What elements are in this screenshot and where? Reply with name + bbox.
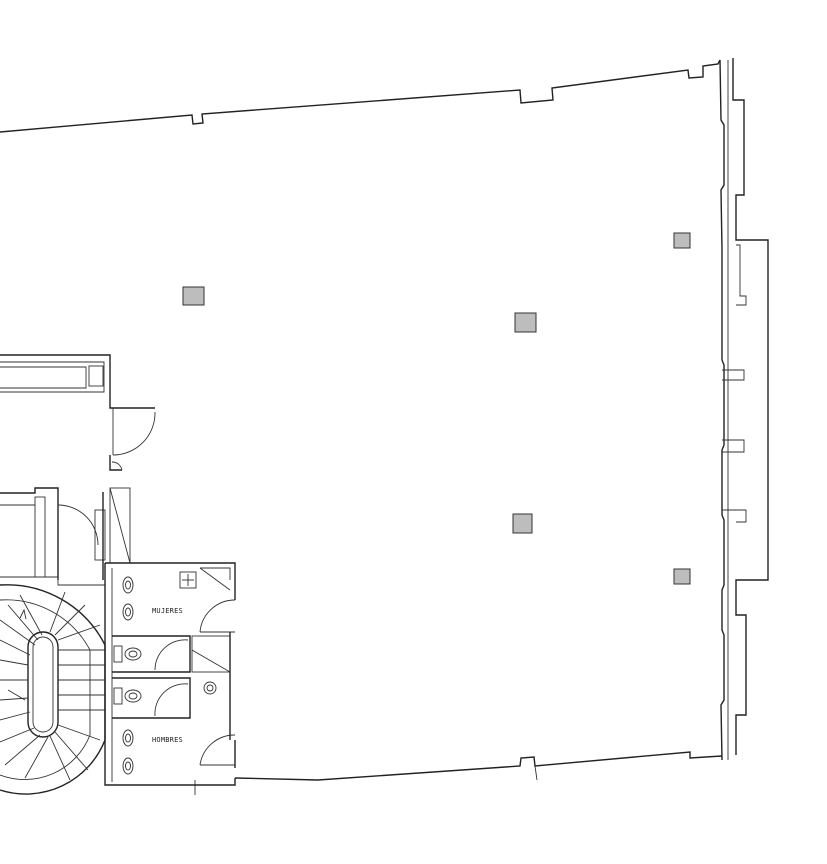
sinks bbox=[122, 576, 217, 775]
room-label-men: HOMBRES bbox=[152, 736, 183, 744]
column bbox=[182, 286, 205, 306]
restrooms-block: MUJERES HOMBRES bbox=[104, 562, 236, 786]
staircase bbox=[0, 584, 106, 795]
north-wall bbox=[0, 59, 721, 133]
structural-columns bbox=[182, 232, 691, 585]
west-service-block bbox=[0, 354, 156, 586]
room-label-women: MUJERES bbox=[152, 607, 183, 615]
south-wall bbox=[234, 751, 723, 781]
column bbox=[512, 513, 533, 534]
column bbox=[673, 568, 691, 585]
duct-icon bbox=[179, 571, 197, 589]
column bbox=[514, 312, 537, 333]
column bbox=[673, 232, 691, 249]
east-facade bbox=[719, 58, 769, 761]
toilets bbox=[113, 645, 142, 705]
